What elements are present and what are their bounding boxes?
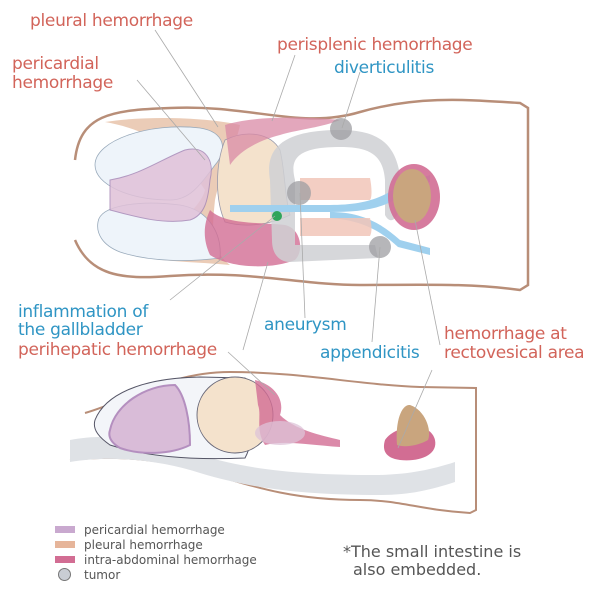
label-perisplenic-hemorrhage: perisplenic hemorrhage	[277, 35, 473, 55]
bladder-top	[393, 169, 431, 223]
legend-item-pericardial: pericardial hemorrhage	[55, 522, 257, 537]
legend: pericardial hemorrhage pleural hemorrhag…	[55, 522, 257, 582]
intra-abdominal-swatch-icon	[55, 556, 75, 563]
label-diverticulitis: diverticulitis	[334, 58, 435, 78]
bottom-body-view	[69, 351, 477, 515]
label-rectovesical-1: hemorrhage at	[444, 324, 567, 344]
label-pleural-hemorrhage: pleural hemorrhage	[30, 11, 193, 31]
legend-item-pleural: pleural hemorrhage	[55, 537, 257, 552]
legend-item-intra-abdominal: intra-abdominal hemorrhage	[55, 552, 257, 567]
label-appendicitis: appendicitis	[320, 343, 420, 363]
legend-item-tumor: tumor	[55, 567, 257, 582]
pericardial-swatch-icon	[55, 526, 75, 533]
leader-lines-top	[136, 29, 441, 351]
tumor-circle-icon	[58, 568, 71, 581]
perisplenic-region	[225, 117, 340, 165]
vessel-lower	[330, 212, 430, 255]
gut-bottom	[255, 421, 305, 445]
legend-label: tumor	[84, 567, 121, 582]
bladder-bottom	[396, 404, 430, 447]
kidney-band	[300, 178, 372, 200]
colon	[269, 130, 400, 262]
kidney-band-lower	[300, 218, 372, 236]
label-gallbladder-1: inflammation of	[18, 302, 149, 322]
footnote: *The small intestine is also embedded.	[343, 543, 521, 579]
footnote-line-2: also embedded.	[353, 560, 482, 579]
label-gallbladder-2: the gallbladder	[18, 320, 143, 340]
aorta	[230, 175, 430, 212]
pericardial-region-top	[109, 148, 212, 222]
tumor-aneurysm	[287, 181, 311, 205]
footnote-line-1: *The small intestine is	[343, 542, 522, 561]
body-outline-top	[73, 98, 530, 292]
gallbladder	[272, 211, 282, 221]
label-aneurysm: aneurysm	[264, 315, 347, 335]
pleural-swatch-icon	[55, 541, 75, 548]
pericardial-region-bottom	[108, 383, 192, 454]
label-perihepatic-hemorrhage: perihepatic hemorrhage	[18, 340, 217, 360]
legend-label: pericardial hemorrhage	[84, 522, 225, 537]
top-body-view	[73, 29, 530, 351]
label-pericardial-hemorrhage-2: hemorrhage	[12, 73, 114, 93]
label-rectovesical-2: rectovesical area	[444, 343, 585, 363]
tumor-diverticulitis	[330, 118, 352, 140]
legend-label: intra-abdominal hemorrhage	[84, 552, 257, 567]
leader-lines-bottom	[227, 351, 433, 449]
legend-label: pleural hemorrhage	[84, 537, 203, 552]
label-pericardial-hemorrhage-1: pericardial	[12, 54, 99, 74]
